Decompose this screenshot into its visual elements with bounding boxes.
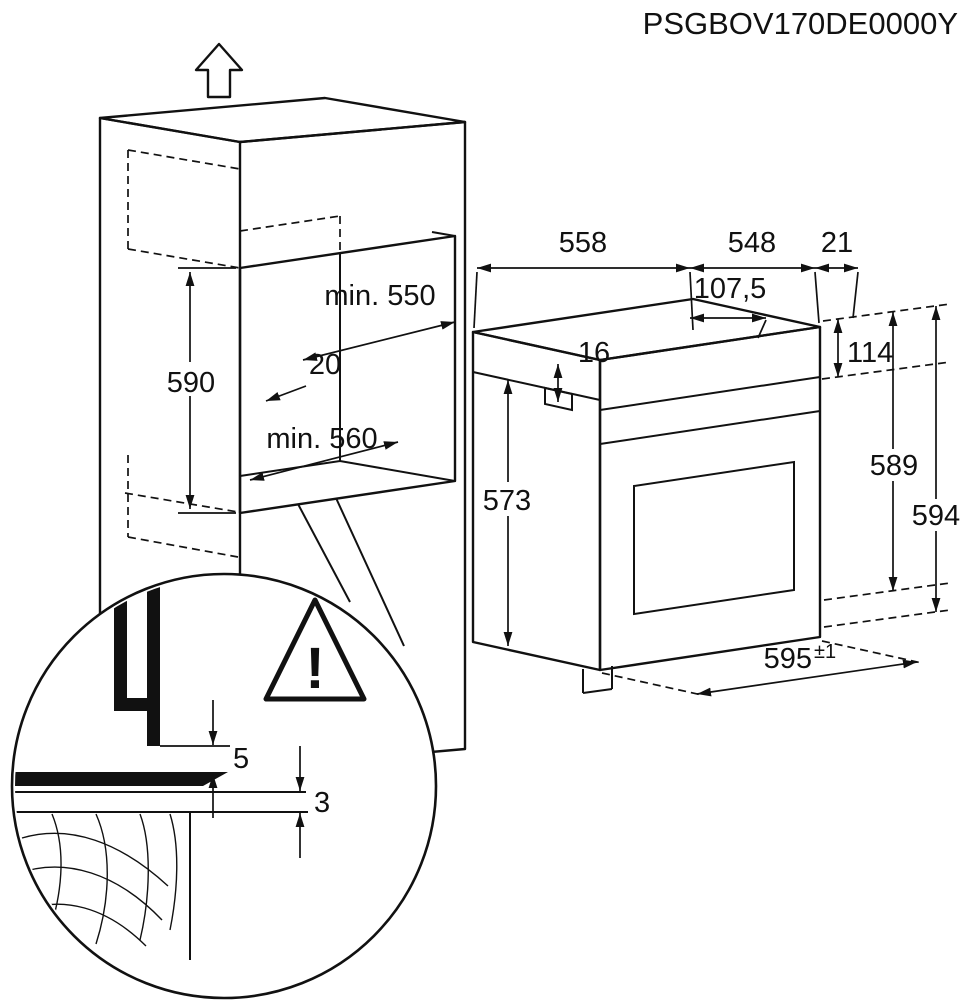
cabinet-top-face <box>98 96 467 144</box>
panel-connector-section <box>114 698 160 711</box>
dim-114-label: 114 <box>847 337 893 369</box>
dim-21-label: 21 <box>821 227 853 259</box>
niche-depth-dim: min. 550 <box>302 280 456 361</box>
gap-3-label: 3 <box>314 787 330 819</box>
niche-width-dim: min. 560 <box>249 423 399 481</box>
rear-panel-section <box>114 577 127 710</box>
body-height-dim-573: 573 <box>480 380 534 646</box>
cabinet-drawing <box>98 96 467 771</box>
warning-icon: ! <box>263 597 367 702</box>
top-offset-dim-107-5: 107,5 <box>690 273 767 339</box>
dim-595-label: 595 <box>764 643 812 675</box>
oven-top-trim-line <box>472 371 601 401</box>
door-protrusion-dim-21: 21 <box>815 227 859 319</box>
oven-depth-dim-558: 558 <box>473 227 694 331</box>
dim-548-label: 548 <box>728 227 776 259</box>
door-top-line <box>599 410 821 445</box>
dim-16-label: 16 <box>578 337 610 369</box>
bracket-height-dim-16: 16 <box>553 337 610 402</box>
warning-exclamation: ! <box>305 636 324 701</box>
detail-callout-lines <box>297 497 405 647</box>
niche-height-dim: 590 <box>164 267 236 514</box>
right-extension-lines <box>821 303 951 628</box>
oven-drawing <box>471 297 822 694</box>
niche-floor <box>239 459 456 482</box>
oven-foot <box>582 666 613 694</box>
dim-573-label: 573 <box>483 485 531 517</box>
oven-front-face <box>598 325 822 672</box>
dim-107-5-label: 107,5 <box>694 273 767 305</box>
dim-595-tolerance: ±1 <box>814 641 836 663</box>
oven-top-face <box>471 297 822 362</box>
gap-dim-5: 5 <box>208 700 249 818</box>
cabinet-hidden-edges <box>124 149 341 558</box>
height-dim-589: 589 <box>867 312 921 591</box>
dim-594-label: 594 <box>912 500 960 532</box>
door-window <box>633 460 795 616</box>
worktop-section <box>15 772 228 786</box>
rear-gap-dim: 20 <box>265 349 341 402</box>
rear-gap-label: 20 <box>309 349 341 381</box>
gap-5-label: 5 <box>233 743 249 775</box>
product-code: PSGBOV170DE0000Y <box>643 6 958 41</box>
up-arrow-icon <box>194 42 244 99</box>
oven-depth-dim-548: 548 <box>690 227 820 324</box>
niche-height-label: 590 <box>167 367 215 399</box>
detail-section <box>15 577 308 960</box>
height-dim-594: 594 <box>909 306 963 612</box>
dim-558-label: 558 <box>559 227 607 259</box>
niche-width-label: min. 560 <box>266 423 377 455</box>
gap-dim-3: 3 <box>295 746 330 858</box>
dim-589-label: 589 <box>870 450 918 482</box>
mounting-bracket <box>544 386 573 412</box>
niche-depth-label: min. 550 <box>324 280 435 312</box>
control-panel-line <box>599 376 821 411</box>
width-dim-595: 595 ±1 <box>601 640 923 697</box>
panel-height-dim-114: 114 <box>833 319 893 377</box>
